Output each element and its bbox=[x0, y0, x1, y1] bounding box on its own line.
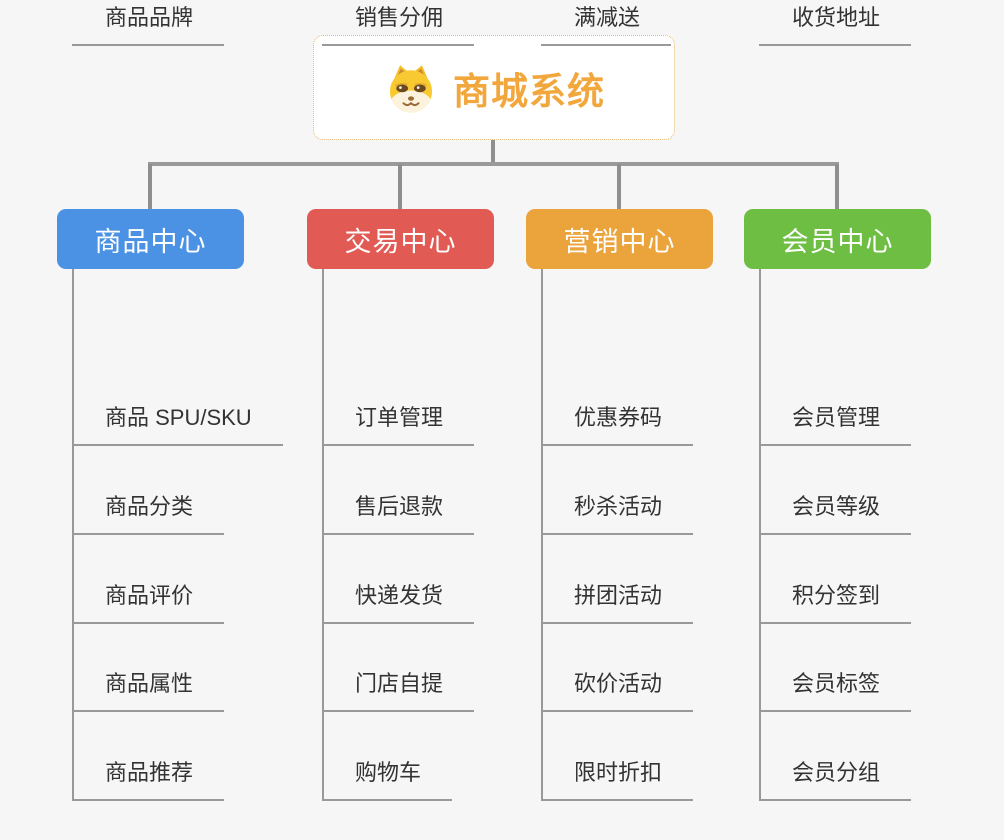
topic-item[interactable]: 门店自提 bbox=[322, 666, 475, 712]
topic-item[interactable]: 限时折扣 bbox=[541, 755, 694, 801]
topic-item[interactable]: 会员等级 bbox=[759, 489, 912, 535]
topic-item[interactable]: 满减送 bbox=[541, 0, 672, 46]
topic-item[interactable]: 优惠券码 bbox=[541, 400, 694, 446]
topic-item[interactable]: 会员分组 bbox=[759, 755, 912, 801]
branch-topic-trade[interactable]: 交易中心 bbox=[307, 209, 494, 269]
branch-children-marketing: 优惠券码 秒杀活动 拼团活动 砍价活动 限时折扣 满减送 bbox=[541, 0, 801, 840]
topic-item[interactable]: 收货地址 bbox=[759, 0, 912, 46]
connector-drop-branch-1 bbox=[398, 164, 402, 209]
branch-children-trade: 订单管理 售后退款 快递发货 门店自提 购物车 销售分佣 bbox=[322, 0, 582, 840]
branch-topic-products[interactable]: 商品中心 bbox=[57, 209, 244, 269]
root-topic[interactable]: 商城系统 bbox=[313, 35, 675, 140]
dog-face-icon bbox=[389, 64, 433, 112]
branch-topic-marketing[interactable]: 营销中心 bbox=[526, 209, 713, 269]
connector-root-stub bbox=[491, 140, 495, 164]
topic-item[interactable]: 会员管理 bbox=[759, 400, 912, 446]
topic-item[interactable]: 秒杀活动 bbox=[541, 489, 694, 535]
topic-item[interactable]: 砍价活动 bbox=[541, 666, 694, 712]
connector-trunk bbox=[759, 269, 761, 801]
topic-item[interactable]: 商品品牌 bbox=[72, 0, 225, 46]
connector-drop-branch-3 bbox=[835, 164, 839, 209]
connector-trunk bbox=[541, 269, 543, 801]
topic-item[interactable]: 商品分类 bbox=[72, 489, 225, 535]
topic-item[interactable]: 积分签到 bbox=[759, 578, 912, 624]
branch-topic-members[interactable]: 会员中心 bbox=[744, 209, 931, 269]
topic-item[interactable]: 商品推荐 bbox=[72, 755, 225, 801]
connector-drop-branch-0 bbox=[148, 164, 152, 209]
topic-item[interactable]: 售后退款 bbox=[322, 489, 475, 535]
branch-children-products: 商品 SPU/SKU 商品分类 商品评价 商品属性 商品推荐 商品品牌 bbox=[72, 0, 332, 840]
topic-item[interactable]: 商品属性 bbox=[72, 666, 225, 712]
topic-item[interactable]: 会员标签 bbox=[759, 666, 912, 712]
topic-item[interactable]: 订单管理 bbox=[322, 400, 475, 446]
topic-item[interactable]: 销售分佣 bbox=[322, 0, 475, 46]
connector-bus bbox=[148, 162, 839, 166]
connector-trunk bbox=[72, 269, 74, 801]
connector-drop-branch-2 bbox=[617, 164, 621, 209]
topic-item[interactable]: 拼团活动 bbox=[541, 578, 694, 624]
root-topic-label: 商城系统 bbox=[453, 70, 605, 112]
topic-item[interactable]: 商品 SPU/SKU bbox=[72, 400, 283, 446]
topic-item[interactable]: 购物车 bbox=[322, 755, 453, 801]
connector-trunk bbox=[322, 269, 324, 801]
branch-children-members: 会员管理 会员等级 积分签到 会员标签 会员分组 收货地址 bbox=[759, 0, 1004, 840]
topic-item[interactable]: 快递发货 bbox=[322, 578, 475, 624]
topic-item[interactable]: 商品评价 bbox=[72, 578, 225, 624]
